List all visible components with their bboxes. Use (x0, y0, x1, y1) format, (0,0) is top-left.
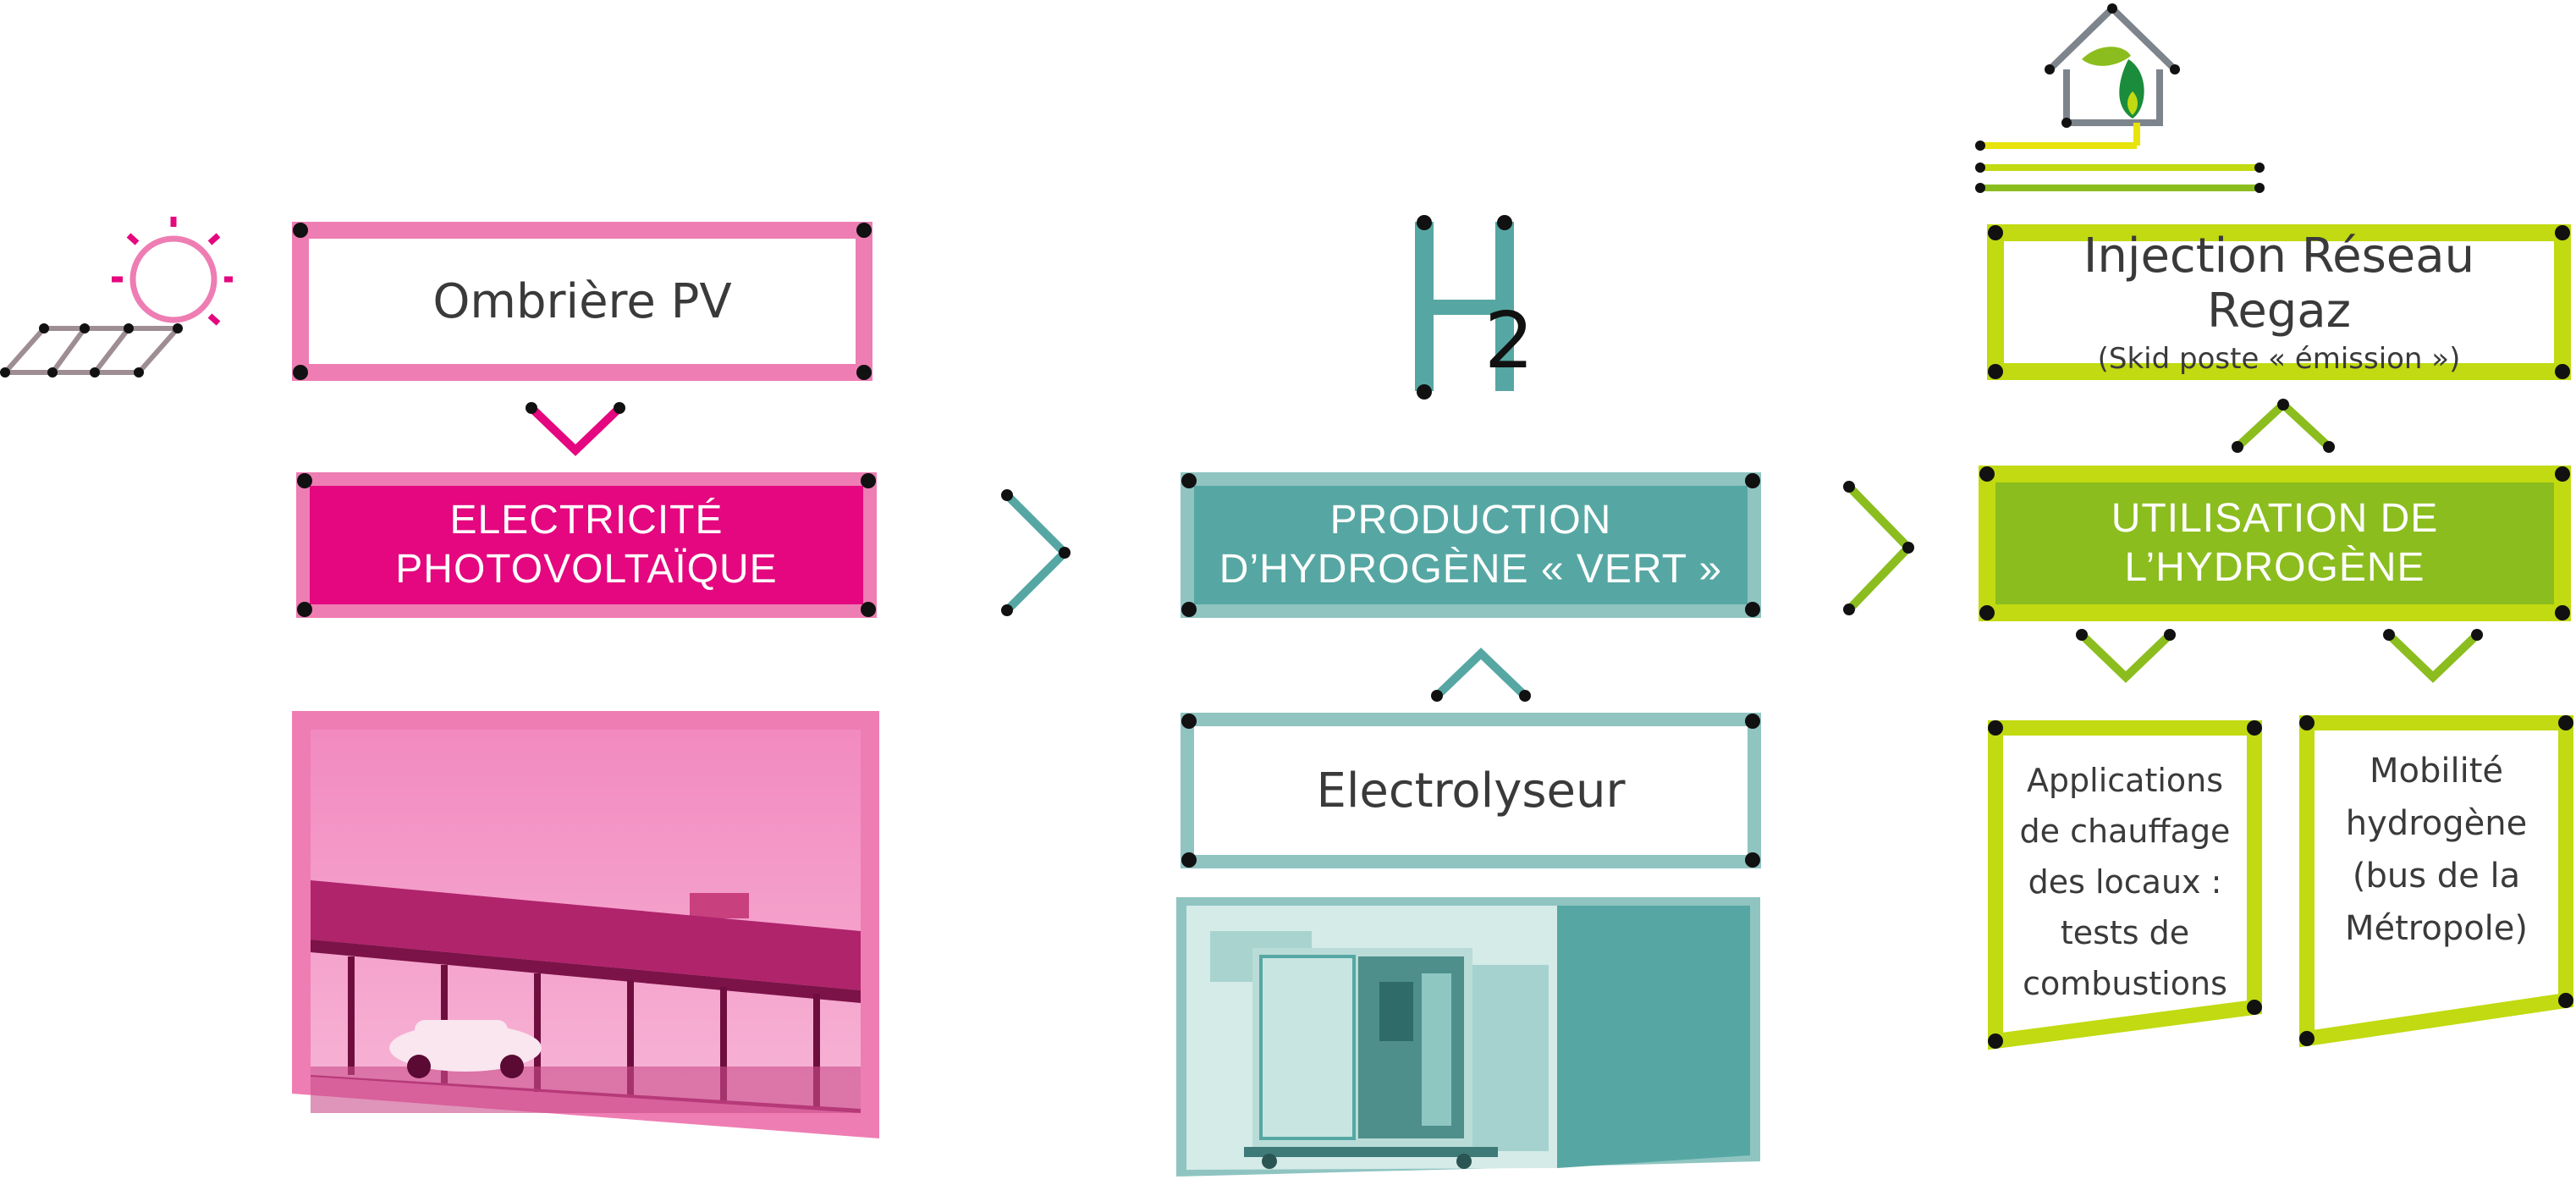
electricite-photovoltaique-box: ELECTRICITÉ PHOTOVOLTAÏQUE (296, 472, 877, 618)
chevron-down-icon (526, 402, 625, 456)
applications-chauffage-box: Applications de chauffage des locaux : t… (1987, 719, 2263, 1050)
chevron-up-icon (2232, 399, 2335, 453)
mobility-line: hydrogène (2345, 804, 2528, 843)
chevron-down-icon (2383, 629, 2483, 683)
arrow-right-icon (1001, 489, 1071, 616)
electrolyseur-box: Electrolyseur (1181, 713, 1761, 868)
solar-carport-photo (292, 711, 879, 1138)
chevron-down-icon (2076, 629, 2176, 683)
green-house-icon (1975, 3, 2265, 193)
production-label-line1: PRODUCTION (1329, 498, 1612, 543)
electrolyser-photo (1176, 897, 1760, 1177)
heating-line: Applications (2026, 762, 2224, 799)
solar-panel-sun-icon (0, 217, 233, 378)
injection-label: Injection Réseau Regaz (2083, 229, 2475, 339)
heating-line: combustions (2023, 965, 2227, 1002)
chevron-up-icon (1431, 648, 1531, 702)
ombriere-pv-label: Ombrière PV (432, 273, 732, 329)
heating-line: tests de (2060, 914, 2190, 951)
production-label-line2: D’HYDROGÈNE « VERT » (1219, 547, 1723, 592)
h2-symbol: H 2 (1415, 215, 1534, 400)
electrolyseur-label: Electrolyseur (1316, 763, 1626, 818)
utilisation-label-line2: L’HYDROGÈNE (2124, 545, 2425, 590)
heating-line: de chauffage (2019, 813, 2231, 850)
injection-sublabel: (Skid poste « émission ») (2097, 342, 2461, 376)
mobility-line: Mobilité (2369, 752, 2503, 791)
electricite-label-line1: ELECTRICITÉ (449, 498, 724, 543)
h2-subscript: 2 (1484, 295, 1534, 386)
arrow-right-icon (1843, 481, 1914, 615)
injection-reseau-box: Injection Réseau Regaz (Skid poste « émi… (1987, 224, 2571, 380)
utilisation-hydrogene-box: UTILISATION DE L’HYDROGÈNE (1979, 466, 2571, 621)
production-hydrogene-box: PRODUCTION D’HYDROGÈNE « VERT » (1181, 472, 1761, 618)
mobilite-hydrogene-box: Mobilité hydrogène (bus de la Métropole) (2297, 713, 2576, 1048)
mobility-line: Métropole) (2344, 909, 2529, 948)
electricite-label-line2: PHOTOVOLTAÏQUE (395, 547, 778, 592)
ombriere-pv-box: Ombrière PV (292, 222, 872, 381)
mobility-line: (bus de la (2352, 857, 2521, 896)
utilisation-label-line1: UTILISATION DE (2111, 496, 2439, 542)
heating-line: des locaux : (2028, 863, 2222, 901)
